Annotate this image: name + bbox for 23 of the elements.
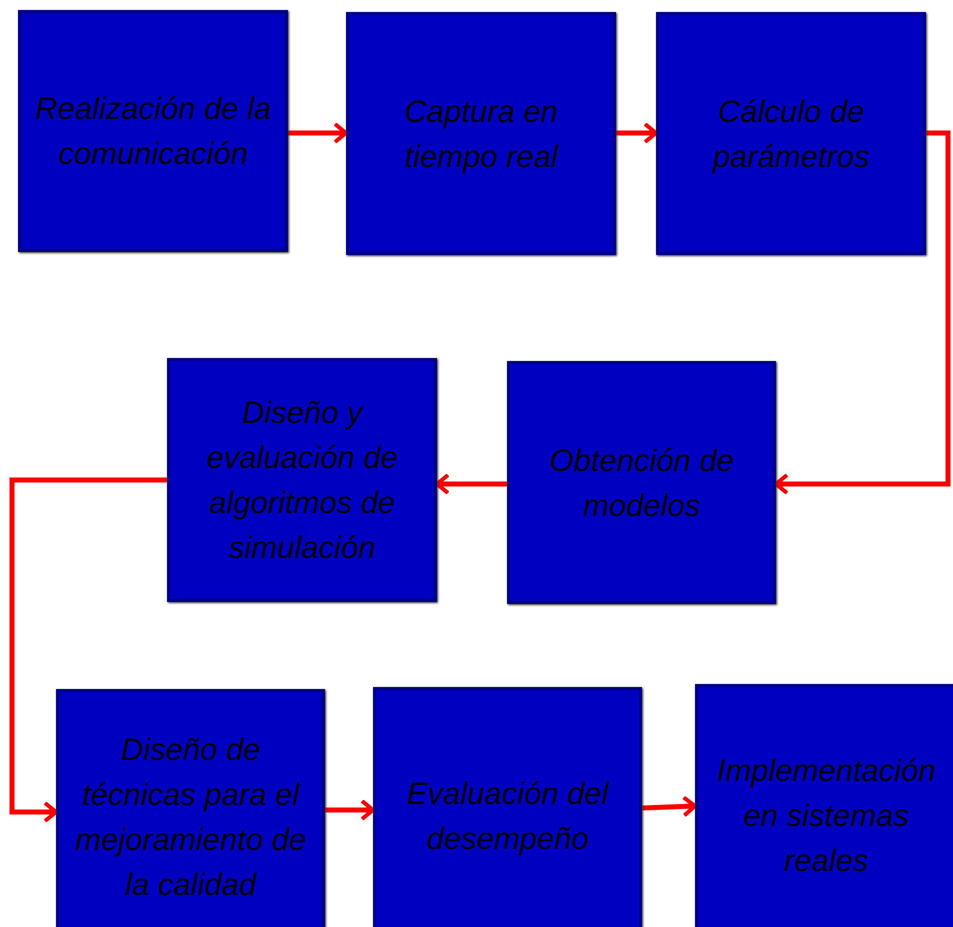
arrow [10, 478, 167, 823]
box-label: Realización de la comunicación [34, 90, 272, 173]
box-label: Evaluación del desempeño [406, 775, 610, 858]
process-box [695, 684, 953, 927]
process-box [373, 687, 642, 927]
process-box [507, 361, 776, 604]
box-label: Diseño y evaluación de algoritmos de simulación [205, 394, 399, 567]
process-box [346, 12, 616, 255]
box-label: Implementación en sistemas reales [716, 752, 936, 880]
process-box [56, 689, 325, 927]
arrow [325, 799, 375, 821]
process-box [18, 10, 288, 252]
arrow [642, 795, 697, 818]
arrow [616, 122, 658, 144]
box-label: Obtención de modelos [548, 442, 735, 524]
process-box [656, 12, 926, 255]
arrow [288, 122, 348, 144]
box-label: Captura en tiempo real [403, 92, 560, 176]
box-label: Diseño de técnicas para el mejoramiento de la calidad [74, 730, 307, 904]
arrow [774, 130, 950, 495]
arrow [435, 473, 507, 495]
box-label: Cálculo de parámetros [710, 92, 870, 176]
process-box [167, 358, 437, 602]
